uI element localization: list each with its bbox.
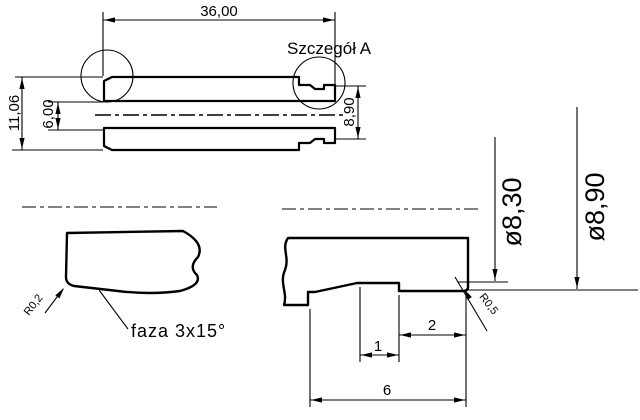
dim-end-diameter: ø8,90	[468, 107, 638, 291]
dim-end-land-width-text: 2	[428, 317, 436, 334]
dim-groove-width: 1	[359, 287, 400, 362]
detail-view-groove: ø8,30 ø8,90 R0,5 1	[281, 107, 638, 407]
dim-total-length: 36,00	[102, 3, 336, 84]
dim-outer-diameter-text: 11,06	[6, 95, 23, 131]
chamfer-detail-outline	[64, 229, 201, 295]
dim-bore-diameter: 6,00	[40, 99, 103, 131]
leader-radius-right: R0,5	[454, 276, 500, 332]
detail-circle-a	[292, 56, 346, 110]
chamfer-note-text: faza 3x15°	[131, 321, 226, 341]
detail-circle-left	[80, 49, 134, 103]
dim-groove-width-text: 1	[374, 338, 382, 355]
radius-left-label: R0,2	[22, 292, 46, 318]
detail-callout-label: Szczegół A	[287, 39, 372, 58]
dim-detail-length-text: 6	[383, 382, 391, 399]
dim-groove-diameter-text: ø8,30	[497, 177, 527, 246]
groove-detail-outline	[281, 236, 470, 307]
dim-groove-diameter: ø8,30	[458, 137, 527, 283]
dim-neck-diameter-text: 8,90	[341, 97, 358, 126]
chamfer-note: faza 3x15°	[98, 289, 226, 341]
part-upper-wall	[102, 75, 337, 103]
dim-detail-length: 6	[309, 309, 466, 407]
dim-bore-diameter-text: 6,00	[40, 99, 57, 128]
dim-neck-diameter: 8,90	[336, 85, 366, 140]
dim-outer-diameter: 11,06	[6, 76, 103, 151]
detail-view-chamfer: R0,2 faza 3x15°	[22, 206, 226, 341]
dim-end-diameter-text: ø8,90	[580, 172, 610, 241]
part-lower-wall	[102, 126, 337, 152]
main-section-view: 36,00 11,06 6,00 8,90	[6, 3, 372, 152]
radius-right-label: R0,5	[476, 291, 500, 317]
leader-radius-left: R0,2	[22, 286, 67, 318]
dim-total-length-text: 36,00	[200, 3, 238, 20]
dim-end-land-width: 2	[399, 294, 467, 407]
